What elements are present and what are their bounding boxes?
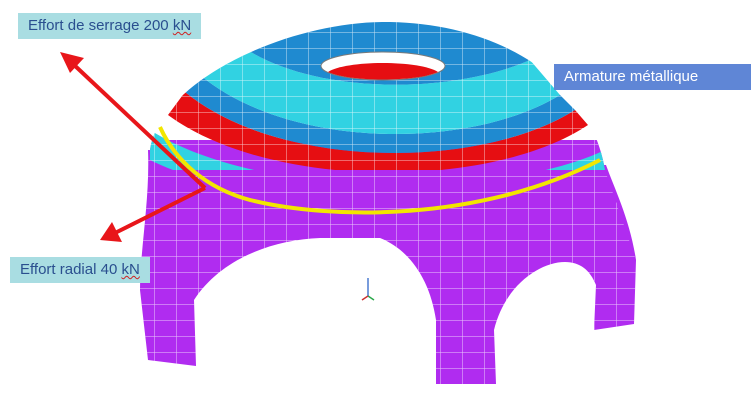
metal-reinforcement-label: Armature métallique bbox=[554, 64, 751, 90]
radial-force-label-text: Effort radial 40 bbox=[20, 261, 122, 278]
serrage-force-label-text: Effort de serrage 200 bbox=[28, 17, 173, 34]
arrow-serrage bbox=[70, 61, 207, 190]
metal-ring bbox=[158, 126, 601, 215]
force-arrows bbox=[60, 52, 207, 242]
axis-triad-icon bbox=[361, 278, 375, 301]
top-opening-inner bbox=[328, 63, 438, 80]
radial-force-unit: kN bbox=[121, 261, 140, 278]
arrow-serrage-head bbox=[60, 52, 84, 73]
arrow-radial-head bbox=[100, 222, 122, 242]
serrage-force-label: Effort de serrage 200 kN bbox=[18, 13, 202, 39]
serrage-force-unit: kN bbox=[172, 17, 192, 34]
radial-force-label: Effort radial 40 kN bbox=[10, 257, 150, 283]
arrow-radial bbox=[114, 186, 206, 235]
